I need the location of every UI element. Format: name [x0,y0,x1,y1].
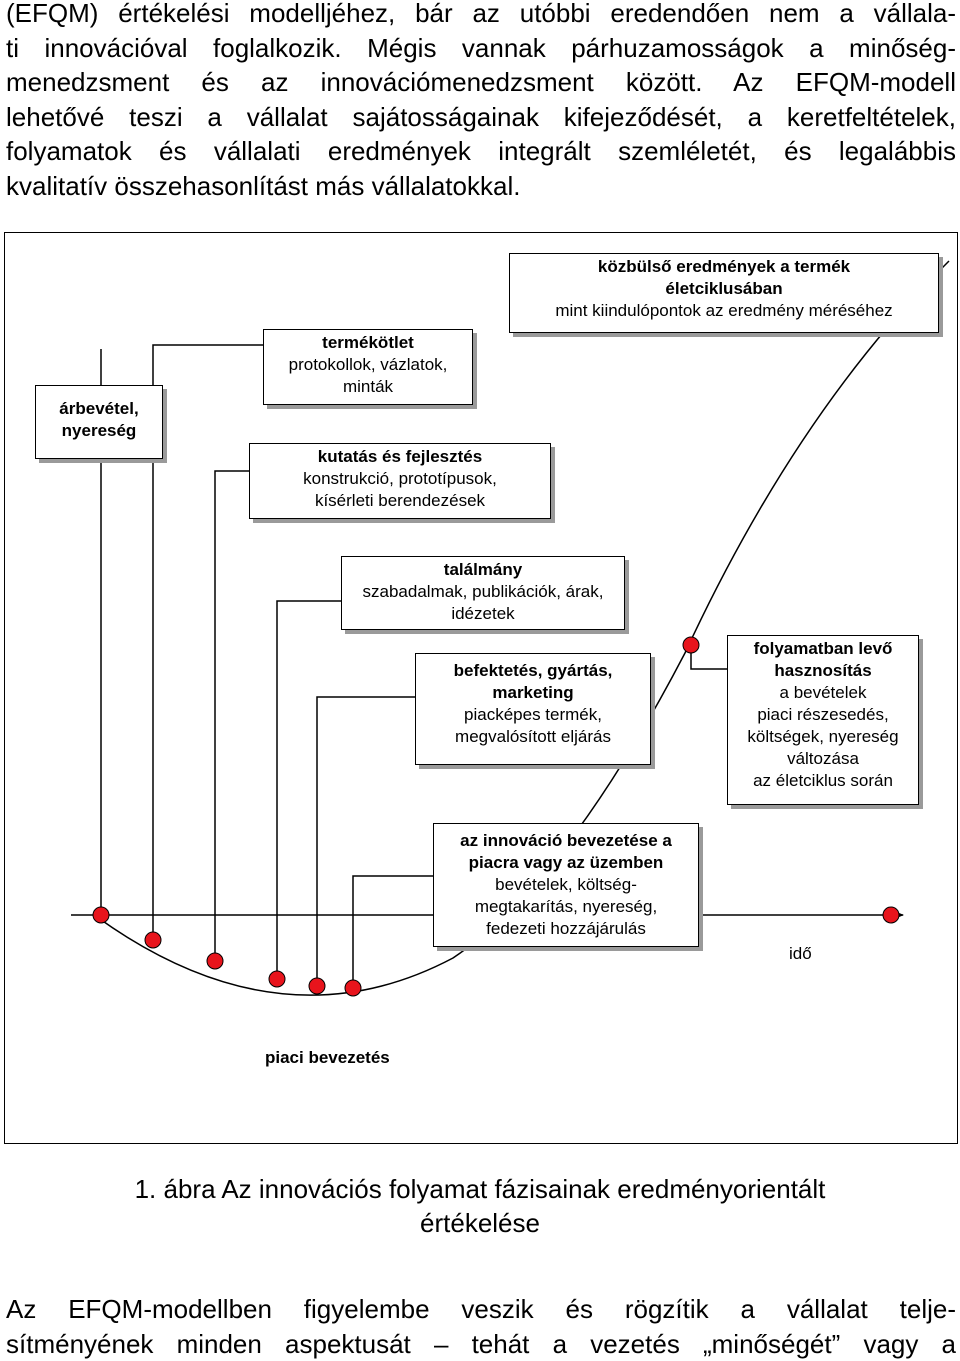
top-paragraph: (EFQM) értékelési modelljéhez, bár az ut… [6,0,956,203]
paragraph-line: menedzsment és az innovációmenedzsment k… [6,67,956,97]
box-text-line: megvalósított eljárás [455,727,611,746]
box-title-line: termékötlet [322,333,414,352]
box-title-line: befektetés, gyártás, [453,661,613,680]
box-title-line: közbülső eredmények a termék [597,257,851,276]
bottom-paragraph: Az EFQM-modellben figyelembe veszik és r… [6,1292,956,1361]
box-title-line: az innováció bevezetése a [460,831,672,850]
rnd-box: kutatás és fejlesztés konstrukció, proto… [249,443,551,519]
milestone-marker [682,636,700,654]
box-title-line: folyamatban levő [753,639,893,658]
connector-investment [316,696,417,986]
box-text-line: költségek, nyereség [747,727,899,746]
connector-idea [152,344,265,940]
intermediate-results-box: közbülső eredmények a termék életciklusá… [509,253,939,333]
box-title-line: piacra vagy az üzemben [468,853,664,872]
invention-box: találmány szabadalmak, publikációk, árak… [341,556,625,630]
box-text-line: bevételek, költség- [495,875,637,894]
box-text-line: piacképes termék, [464,705,602,724]
paragraph-line: ti innovációval foglalkozik. Mégis vanna… [6,32,956,63]
milestone-marker [206,952,224,970]
caption-line: 1. ábra Az innovációs folyamat fázisaina… [134,1174,826,1204]
box-title-line: marketing [492,683,574,702]
box-title-line: hasznosítás [774,661,872,680]
paragraph-line: sítményének minden aspektusát – tehát a … [6,1328,956,1359]
box-text-line: idézetek [451,604,515,623]
milestone-marker [344,979,362,997]
box-text-line: protokollok, vázlatok, [288,355,448,374]
market-introduction-label: piaci bevezetés [265,1048,390,1067]
time-axis-label: idő [789,944,812,963]
milestone-marker [882,906,900,924]
paragraph-line: folyamatok és vállalati eredmények integ… [6,136,956,166]
box-text-line: piaci részesedés, [757,705,889,724]
connector-rnd [214,470,249,961]
box-text-line: fedezeti hozzájárulás [486,919,646,938]
box-text-line: konstrukció, prototípusok, [303,469,497,488]
box-text-line: a bevételek [779,683,867,702]
connector-introduction [352,875,435,988]
innovation-process-figure: árbevétel, nyereség termékötlet protokol… [4,232,958,1144]
utilization-box: folyamatban levő hasznosítás a bevételek… [727,635,919,805]
investment-box: befektetés, gyártás, marketing piacképes… [415,653,651,765]
box-text-line: változása [787,749,859,768]
box-text-line: mint kiindulópontok az eredmény méréséhe… [555,301,893,320]
figure-caption: 1. ábra Az innovációs folyamat fázisaina… [0,1172,960,1240]
box-title-line: árbevétel, [59,399,139,418]
connector-invention [276,600,343,979]
milestone-marker [92,906,110,924]
paragraph-line: Az EFQM-modellben figyelembe veszik és r… [6,1294,956,1324]
box-text-line: megtakarítás, nyereség, [474,897,658,916]
box-text-line: minták [342,377,394,396]
box-title-line: életciklusában [665,279,783,298]
box-text-line: szabadalmak, publikációk, árak, [362,582,604,601]
revenue-box: árbevétel, nyereség [35,385,163,459]
box-text-line: az életciklus során [753,771,893,790]
milestone-marker [308,977,326,995]
box-text-line: kísérleti berendezések [314,491,486,510]
introduction-box: az innováció bevezetése a piacra vagy az… [433,823,699,947]
idea-box: termékötlet protokollok, vázlatok, mintá… [263,329,473,405]
paragraph-line: (EFQM) értékelési modelljéhez, bár az ut… [6,0,956,28]
paragraph-line: kvalitatív összehasonlítást más vállalat… [6,170,521,201]
box-title-line: kutatás és fejlesztés [317,447,483,466]
milestone-marker [268,970,286,988]
diagram-lines [71,260,950,997]
box-title-line: nyereség [61,421,137,440]
caption-line: értékelése [420,1208,540,1238]
box-title-line: találmány [443,560,523,579]
paragraph-line: lehetővé teszi a vállalat sajátosságaina… [6,101,956,132]
milestone-marker [144,931,162,949]
